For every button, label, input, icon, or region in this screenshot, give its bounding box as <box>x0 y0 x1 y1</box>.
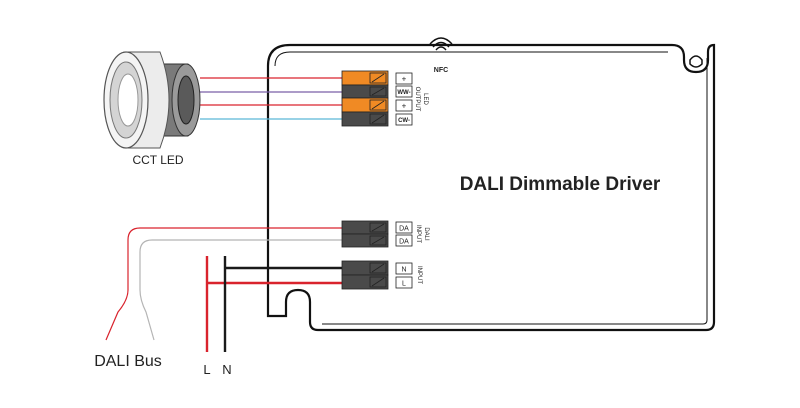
mains-terminal-n: N <box>401 267 406 274</box>
cct-led-lamp <box>103 51 201 149</box>
dali-input-group-label-1: DALI <box>423 227 429 241</box>
led-terminal-2: WW- <box>397 90 410 96</box>
dali-bus-label: DALI Bus <box>94 353 162 370</box>
mains-input-terminals: N L INPUT <box>341 260 422 290</box>
led-terminal-1: + <box>402 75 407 84</box>
led-terminal-3: + <box>402 102 407 111</box>
led-output-group-label-1: LED <box>422 93 428 105</box>
driver-title: DALI Dimmable Driver <box>460 174 661 195</box>
led-output-wires <box>200 77 345 120</box>
cct-led-label: CCT LED <box>132 153 183 167</box>
neutral-label: N <box>222 362 231 377</box>
nfc-icon: NFC <box>429 37 453 74</box>
dali-input-group-label-2: INPUT <box>415 225 421 243</box>
nfc-label: NFC <box>434 67 448 74</box>
dali-bus-wires <box>105 227 345 341</box>
dali-input-terminals: DA DA INPUT DALI <box>341 220 429 248</box>
mains-wires <box>205 256 345 352</box>
led-output-group-label-2: OUTPUT <box>414 87 420 112</box>
dali-terminal-1: DA <box>399 226 409 233</box>
mains-terminal-l: L <box>402 281 406 288</box>
led-terminal-4: CW- <box>398 118 410 124</box>
line-label: L <box>203 362 210 377</box>
dali-terminal-2: DA <box>399 239 409 246</box>
led-output-terminals: + WW- + CW- OUTPUT LED <box>341 70 428 127</box>
mains-input-group-label: INPUT <box>416 266 422 284</box>
